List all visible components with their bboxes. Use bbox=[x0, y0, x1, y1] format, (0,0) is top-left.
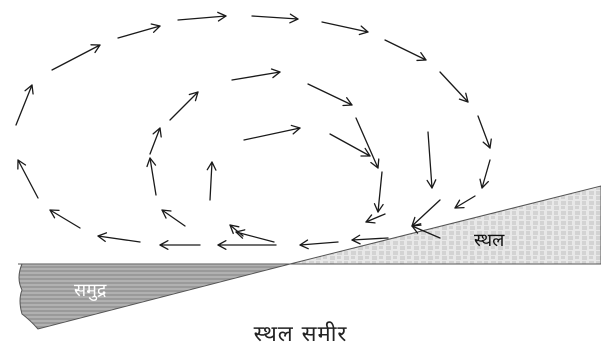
circulation-arrow-icon bbox=[178, 16, 226, 20]
circulation-arrow-icon bbox=[16, 85, 32, 125]
circulation-arrow-icon bbox=[252, 16, 298, 19]
circulation-arrow-icon bbox=[18, 160, 38, 198]
diagram-caption: स्थल समीर bbox=[0, 318, 601, 348]
circulation-arrow-icon bbox=[232, 72, 280, 80]
circulation-arrow-icon bbox=[322, 22, 368, 32]
circulation-arrow-icon bbox=[244, 128, 300, 140]
circulation-arrow-icon bbox=[385, 40, 426, 60]
circulation-arrow-icon bbox=[428, 132, 432, 188]
circulation-arrows bbox=[16, 12, 491, 249]
land-wedge bbox=[290, 186, 601, 264]
circulation-arrow-icon bbox=[170, 92, 198, 120]
circulation-arrow-icon bbox=[308, 84, 352, 105]
circulation-arrow-icon bbox=[300, 242, 338, 245]
circulation-arrow-icon bbox=[440, 72, 468, 102]
circulation-arrow-icon bbox=[356, 118, 378, 168]
circulation-arrow-icon bbox=[50, 210, 80, 228]
sea-label: समुद्र bbox=[74, 280, 107, 301]
land-label: स्थल bbox=[474, 230, 505, 251]
circulation-arrow-icon bbox=[412, 200, 440, 226]
circulation-arrow-icon bbox=[352, 238, 388, 240]
circulation-arrow-icon bbox=[210, 162, 212, 200]
circulation-arrow-icon bbox=[52, 45, 100, 70]
